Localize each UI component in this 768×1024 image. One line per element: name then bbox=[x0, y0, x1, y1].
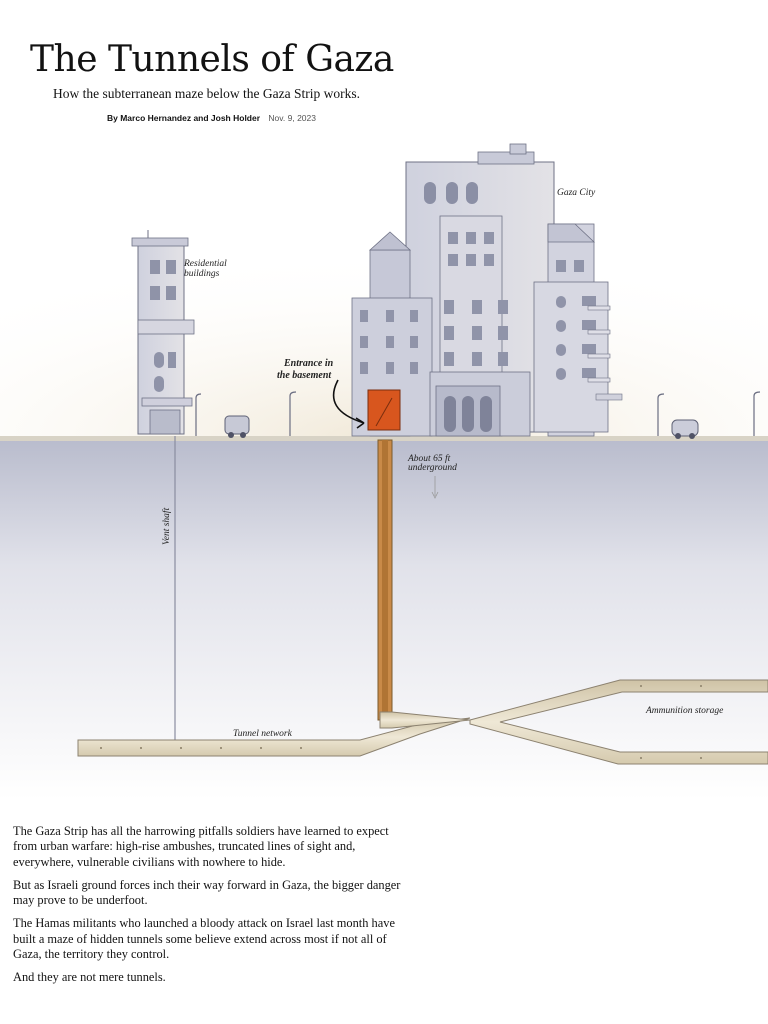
label-entrance-line-1: Entrance in bbox=[284, 358, 334, 369]
residential-building bbox=[131, 230, 195, 435]
article-paragraph: The Hamas militants who launched a blood… bbox=[13, 916, 395, 962]
label-residential-line-1: Residential bbox=[184, 259, 227, 269]
article-paragraph: The Gaza Strip has all the harrowing pit… bbox=[13, 824, 389, 869]
tunnel-cross-section bbox=[0, 143, 768, 800]
entrance-arrow bbox=[332, 379, 365, 424]
street-lamps bbox=[195, 391, 761, 436]
car-right bbox=[671, 419, 699, 439]
label-depth-line-2: underground bbox=[408, 463, 457, 473]
article-body: The Gaza Strip has all the harrowing pit… bbox=[13, 824, 408, 994]
byline-authors: By Marco Hernandez and Josh Holder bbox=[107, 113, 261, 123]
ammunition-storage-tunnel bbox=[469, 679, 768, 765]
tunnel-network bbox=[77, 679, 768, 765]
gaza-city-buildings bbox=[351, 143, 623, 437]
label-residential-line-2: buildings bbox=[184, 269, 220, 279]
tunnel-illustration: Gaza City Residential buildings Entrance… bbox=[0, 140, 768, 800]
label-tunnel-network: Tunnel network bbox=[233, 729, 292, 739]
basement-entrance bbox=[367, 389, 401, 431]
label-entrance-line-2: the basement bbox=[277, 370, 332, 381]
article-paragraph: And they are not mere tunnels. bbox=[13, 970, 166, 985]
label-ammunition-storage: Ammunition storage bbox=[646, 706, 724, 716]
label-vent-shaft: Vent shaft bbox=[162, 507, 172, 545]
label-depth-line-1: About 65 ft bbox=[408, 454, 451, 464]
byline-date: Nov. 9, 2023 bbox=[268, 113, 316, 123]
headline: The Tunnels of Gaza bbox=[30, 39, 394, 80]
byline: By Marco Hernandez and Josh Holder Nov. … bbox=[107, 113, 316, 123]
car-left bbox=[224, 415, 250, 438]
subheadline: How the subterranean maze below the Gaza… bbox=[53, 86, 361, 101]
article-paragraph: But as Israeli ground forces inch their … bbox=[13, 877, 401, 908]
label-gaza-city: Gaza City bbox=[557, 188, 596, 198]
